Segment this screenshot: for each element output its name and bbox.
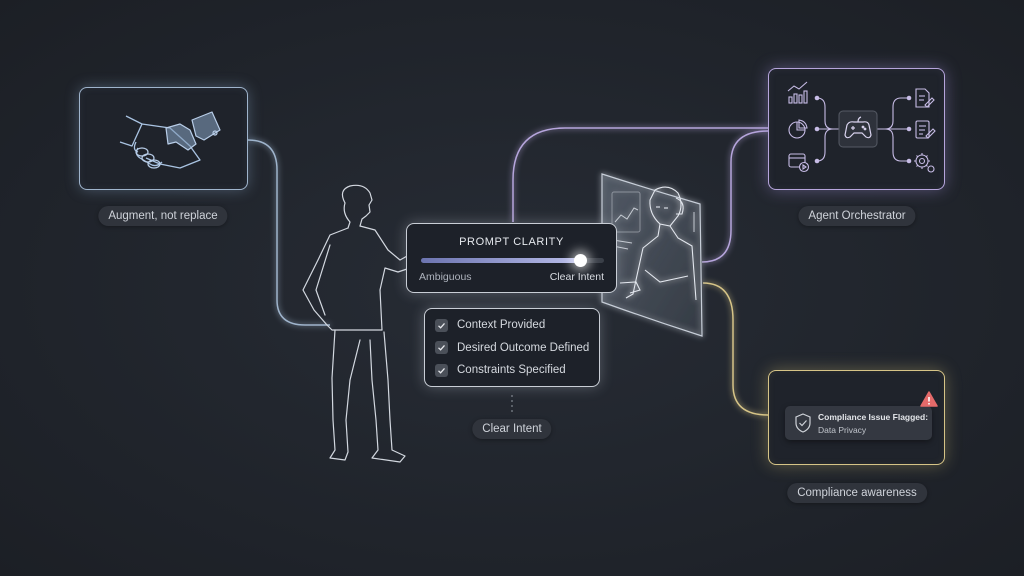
checklist-item-label: Constraints Specified xyxy=(457,364,566,377)
clear-intent-caption: Clear Intent xyxy=(472,419,552,439)
browser-play-icon xyxy=(788,153,810,173)
compliance-caption: Compliance awareness xyxy=(787,483,927,503)
ai-screen xyxy=(601,173,703,337)
check-icon xyxy=(438,322,445,329)
connector-orchestrator-ai xyxy=(701,130,769,263)
check-icon xyxy=(438,367,445,374)
checklist-item[interactable]: Context Provided xyxy=(425,314,599,337)
alert-detail: Data Privacy xyxy=(818,425,867,435)
checklist-item-label: Context Provided xyxy=(457,319,546,332)
slider-max-label: Clear Intent xyxy=(549,271,604,283)
shield-check-icon xyxy=(795,413,811,433)
augment-caption: Augment, not replace xyxy=(98,206,228,226)
checklist-item[interactable]: Desired Outcome Defined xyxy=(425,337,599,360)
document-edit-icon xyxy=(915,120,936,139)
clarity-slider-thumb[interactable] xyxy=(574,254,588,267)
slider-min-label: Ambiguous xyxy=(419,271,472,283)
clarity-slider-fill xyxy=(421,258,581,263)
robot-figure xyxy=(619,186,697,301)
prompt-clarity-card: PROMPT CLARITY Ambiguous Clear Intent xyxy=(406,223,617,293)
person-figure xyxy=(302,184,441,463)
gear-icon xyxy=(914,153,935,173)
prompt-clarity-title: PROMPT CLARITY xyxy=(459,236,564,248)
gamepad-icon xyxy=(844,116,872,139)
compliance-card: Compliance Issue Flagged: Data Privacy xyxy=(768,370,945,465)
checkbox[interactable] xyxy=(435,318,448,332)
connector-orchestrator-top xyxy=(512,127,768,222)
handshake-icon xyxy=(119,111,221,169)
augment-card xyxy=(79,87,248,190)
orchestrator-graph xyxy=(787,81,936,173)
document-edit-icon xyxy=(915,88,935,108)
clarity-slider[interactable] xyxy=(421,254,604,267)
orchestrator-caption: Agent Orchestrator xyxy=(798,206,916,226)
checklist-item[interactable]: Constraints Specified xyxy=(425,359,599,382)
connector-augment xyxy=(247,139,330,326)
compliance-alert[interactable]: Compliance Issue Flagged: Data Privacy xyxy=(785,406,932,440)
warning-icon xyxy=(920,391,938,407)
checkbox[interactable] xyxy=(435,363,448,377)
check-icon xyxy=(438,345,445,351)
checklist-card: Context Provided Desired Outcome Defined… xyxy=(424,308,600,387)
checkbox[interactable] xyxy=(435,341,448,355)
alert-title: Compliance Issue Flagged: xyxy=(818,412,929,422)
connector-compliance xyxy=(702,282,769,416)
bar-chart-icon xyxy=(787,81,808,104)
orchestrator-card xyxy=(768,68,945,190)
checklist-item-label: Desired Outcome Defined xyxy=(457,341,590,354)
pie-chart-icon xyxy=(788,119,808,139)
